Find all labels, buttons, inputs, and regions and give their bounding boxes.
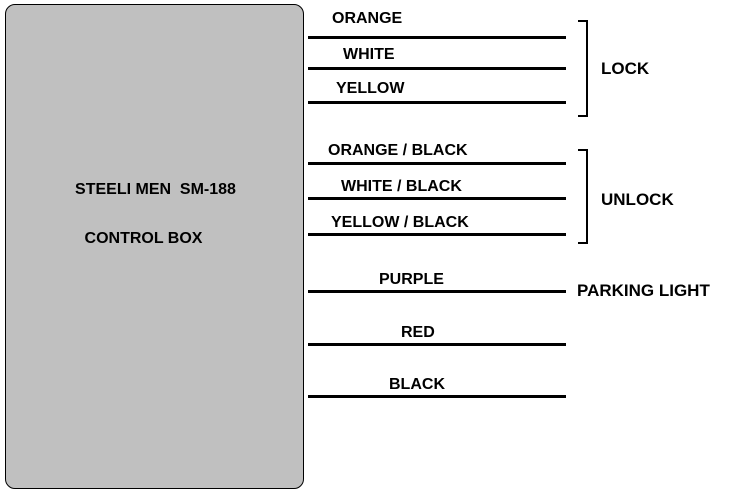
wire-purple	[308, 290, 566, 293]
wire-label-black: BLACK	[389, 376, 445, 393]
control-box-label: CONTROL BOX	[84, 230, 203, 247]
wire-label-purple: PURPLE	[379, 271, 444, 288]
wire-label-yellow-black: YELLOW / BLACK	[331, 214, 469, 231]
control-box: STEELI MEN SM-188 CONTROL BOX	[5, 4, 304, 489]
unlock-label: UNLOCK	[601, 190, 674, 209]
wire-yellow	[308, 101, 566, 104]
wire-label-yellow: YELLOW	[336, 80, 405, 97]
lock-bracket	[578, 20, 588, 117]
wire-red	[308, 343, 566, 346]
wire-white	[308, 67, 566, 70]
wire-orange	[308, 36, 566, 39]
wire-label-red: RED	[401, 324, 435, 341]
wire-black	[308, 395, 566, 398]
control-box-model: STEELI MEN SM-188	[75, 181, 236, 198]
wire-yellow-black	[308, 233, 566, 236]
wire-label-orange: ORANGE	[332, 10, 403, 27]
wire-label-white: WHITE	[343, 46, 395, 63]
lock-label: LOCK	[601, 59, 650, 78]
wire-label-orange-black: ORANGE / BLACK	[328, 142, 468, 159]
wire-orange-black	[308, 162, 566, 165]
unlock-bracket	[578, 149, 588, 244]
parking-light-label: PARKING LIGHT	[577, 281, 710, 300]
wire-label-white-black: WHITE / BLACK	[341, 178, 462, 195]
wire-white-black	[308, 197, 566, 200]
